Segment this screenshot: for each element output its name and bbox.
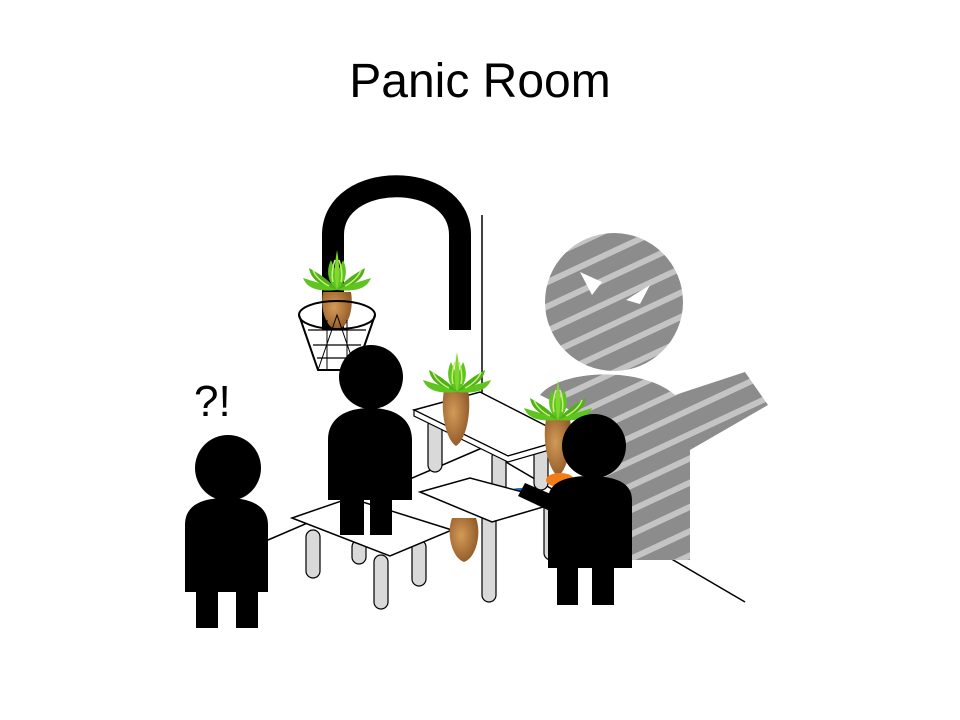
potted-plant bbox=[422, 351, 492, 446]
slide-title: Panic Room bbox=[349, 55, 611, 108]
person-reaching bbox=[518, 414, 632, 605]
person-on-table bbox=[328, 345, 412, 535]
exclamation-text: ?! bbox=[194, 377, 231, 426]
panicked-person bbox=[185, 435, 268, 628]
floor-pot bbox=[449, 518, 479, 562]
ceiling-hook bbox=[322, 175, 471, 330]
